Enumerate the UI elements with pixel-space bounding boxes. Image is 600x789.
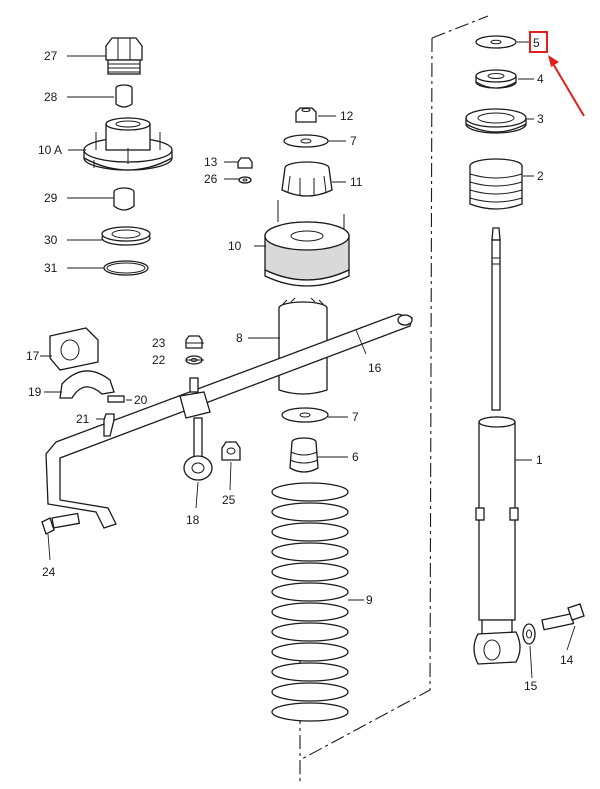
part-4-bushing[interactable]	[475, 69, 517, 89]
part-31-o-ring[interactable]	[103, 260, 149, 276]
leader-lines	[40, 41, 576, 679]
part-26-washer[interactable]	[238, 176, 252, 184]
part-21-bolt[interactable]	[103, 413, 115, 437]
label-part-16: 16	[368, 361, 382, 375]
highlight-box	[529, 31, 548, 53]
label-part-15: 15	[524, 679, 538, 693]
part-10-strut-mount[interactable]	[264, 200, 350, 287]
label-part-3: 3	[537, 112, 544, 126]
label-part-29: 29	[44, 191, 58, 205]
part-30-mount-ring[interactable]	[101, 226, 151, 246]
part-29-bushing[interactable]	[113, 187, 135, 211]
label-part-6: 6	[352, 450, 359, 464]
label-part-26: 26	[204, 172, 218, 186]
label-part-17: 17	[26, 349, 40, 363]
part-18-drop-link[interactable]	[179, 377, 213, 481]
part-11-rubber-mount[interactable]	[281, 161, 333, 197]
label-part-2: 2	[537, 169, 544, 183]
label-part-14: 14	[560, 653, 574, 667]
part-13-nut[interactable]	[237, 157, 253, 169]
label-part-19: 19	[28, 385, 42, 399]
part-25-nut[interactable]	[221, 441, 241, 461]
label-part-13: 13	[204, 155, 218, 169]
part-28-bushing[interactable]	[115, 84, 133, 108]
part-5-washer[interactable]	[475, 35, 517, 49]
label-part-30: 30	[44, 233, 58, 247]
label-part-11: 11	[350, 175, 363, 189]
highlight-arrow	[548, 55, 585, 117]
label-part-28: 28	[44, 90, 58, 104]
label-part-9: 9	[366, 593, 373, 607]
label-part-10a: 10 A	[38, 143, 62, 157]
part-9-coil-spring[interactable]	[271, 482, 349, 722]
label-part-18: 18	[186, 513, 200, 527]
part-12-nut[interactable]	[295, 107, 317, 123]
part-20-bolt[interactable]	[107, 395, 125, 403]
label-part-21: 21	[76, 412, 90, 426]
part-7-washer-lower[interactable]	[281, 407, 329, 423]
label-part-23: 23	[152, 336, 166, 350]
label-part-12: 12	[340, 109, 354, 123]
part-14-bolt[interactable]	[541, 603, 585, 631]
part-3-spring-seat[interactable]	[465, 108, 527, 134]
label-part-24: 24	[42, 565, 56, 579]
label-part-1: 1	[536, 453, 543, 467]
part-16-stabilizer-bar[interactable]	[45, 313, 413, 529]
part-1-shock-absorber[interactable]	[473, 227, 521, 665]
part-10a-hub-flange[interactable]	[83, 117, 173, 171]
label-part-5: 5	[533, 36, 540, 50]
part-7-washer-upper[interactable]	[283, 134, 329, 148]
label-part-4: 4	[537, 72, 544, 86]
label-part-7-lower: 7	[352, 410, 359, 424]
label-part-10: 10	[228, 239, 242, 253]
label-part-7-upper: 7	[350, 134, 357, 148]
part-24-bolt[interactable]	[41, 512, 81, 535]
label-part-27: 27	[44, 49, 58, 63]
label-part-25: 25	[222, 493, 236, 507]
part-23-nut[interactable]	[185, 335, 203, 349]
part-6-bump-stop[interactable]	[289, 437, 319, 473]
part-15-washer[interactable]	[522, 623, 536, 645]
part-27-cap[interactable]	[105, 37, 143, 75]
part-19-clamp[interactable]	[59, 370, 115, 399]
label-part-8: 8	[236, 331, 243, 345]
label-part-20: 20	[134, 393, 148, 407]
label-part-22: 22	[152, 353, 166, 367]
label-part-31: 31	[44, 261, 58, 275]
part-2-bump-stop[interactable]	[469, 158, 523, 210]
part-17-bushing[interactable]	[49, 327, 99, 371]
